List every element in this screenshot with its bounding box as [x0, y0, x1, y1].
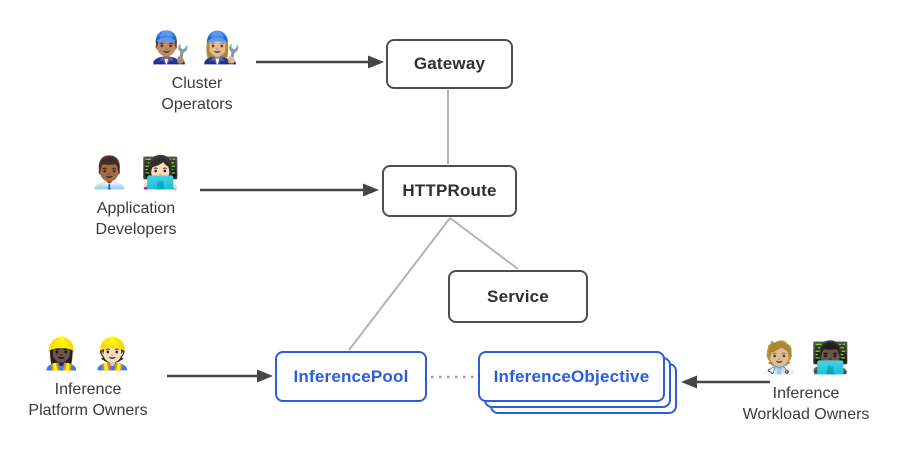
inference-workload-owners-label: Inference Workload Owners [742, 385, 870, 423]
inference-platform-owners-emoji-icon: 👷🏿‍♀️ 👷🏻 [42, 336, 134, 371]
arrow-cluster-operators-to-gateway [256, 55, 384, 69]
cluster-operators-emoji-icon: 👨🏽‍🔧 👩🏼‍🔧 [151, 30, 243, 65]
application-developers-label: Application Developers [95, 200, 177, 238]
edge-httproute-inferencepool [348, 217, 451, 351]
node-inferenceobjective: InferenceObjective [478, 351, 677, 414]
persona-inference-workload-owners: 🧑🏼‍⚕️ 👨🏿‍💻 Inference Workload Owners [743, 336, 870, 425]
node-httproute: HTTPRoute [382, 165, 517, 217]
inference-workload-owners-emoji-icon: 🧑🏼‍⚕️ 👨🏿‍💻 [760, 340, 852, 375]
persona-cluster-operators: 👨🏽‍🔧 👩🏼‍🔧 Cluster Operators [151, 26, 243, 115]
node-httproute-label: HTTPRoute [402, 181, 497, 200]
node-service-label: Service [487, 286, 549, 306]
node-gateway: Gateway [386, 39, 513, 89]
application-developers-emoji-icon: 👨🏾‍💼 👩🏻‍💻 [90, 155, 182, 190]
inference-platform-owners-label: Inference Platform Owners [28, 381, 148, 419]
arrow-application-developers-to-httproute [200, 183, 379, 197]
node-gateway-label: Gateway [413, 54, 486, 73]
edge-httproute-service [449, 217, 519, 270]
arrow-platform-owners-to-inferencepool [167, 369, 273, 383]
inferenceobjective-stack-layer-front: InferenceObjective [478, 351, 665, 402]
cluster-operators-label: Cluster Operators [161, 75, 233, 113]
node-service: Service [448, 270, 588, 323]
arrow-workload-owners-to-inferenceobjective [681, 375, 770, 389]
node-inferencepool-label: InferencePool [293, 366, 409, 386]
persona-inference-platform-owners: 👷🏿‍♀️ 👷🏻 Inference Platform Owners [28, 332, 147, 421]
persona-application-developers: 👨🏾‍💼 👩🏻‍💻 Application Developers [90, 151, 182, 240]
node-inferenceobjective-label: InferenceObjective [493, 366, 650, 386]
node-inferencepool: InferencePool [275, 351, 427, 402]
